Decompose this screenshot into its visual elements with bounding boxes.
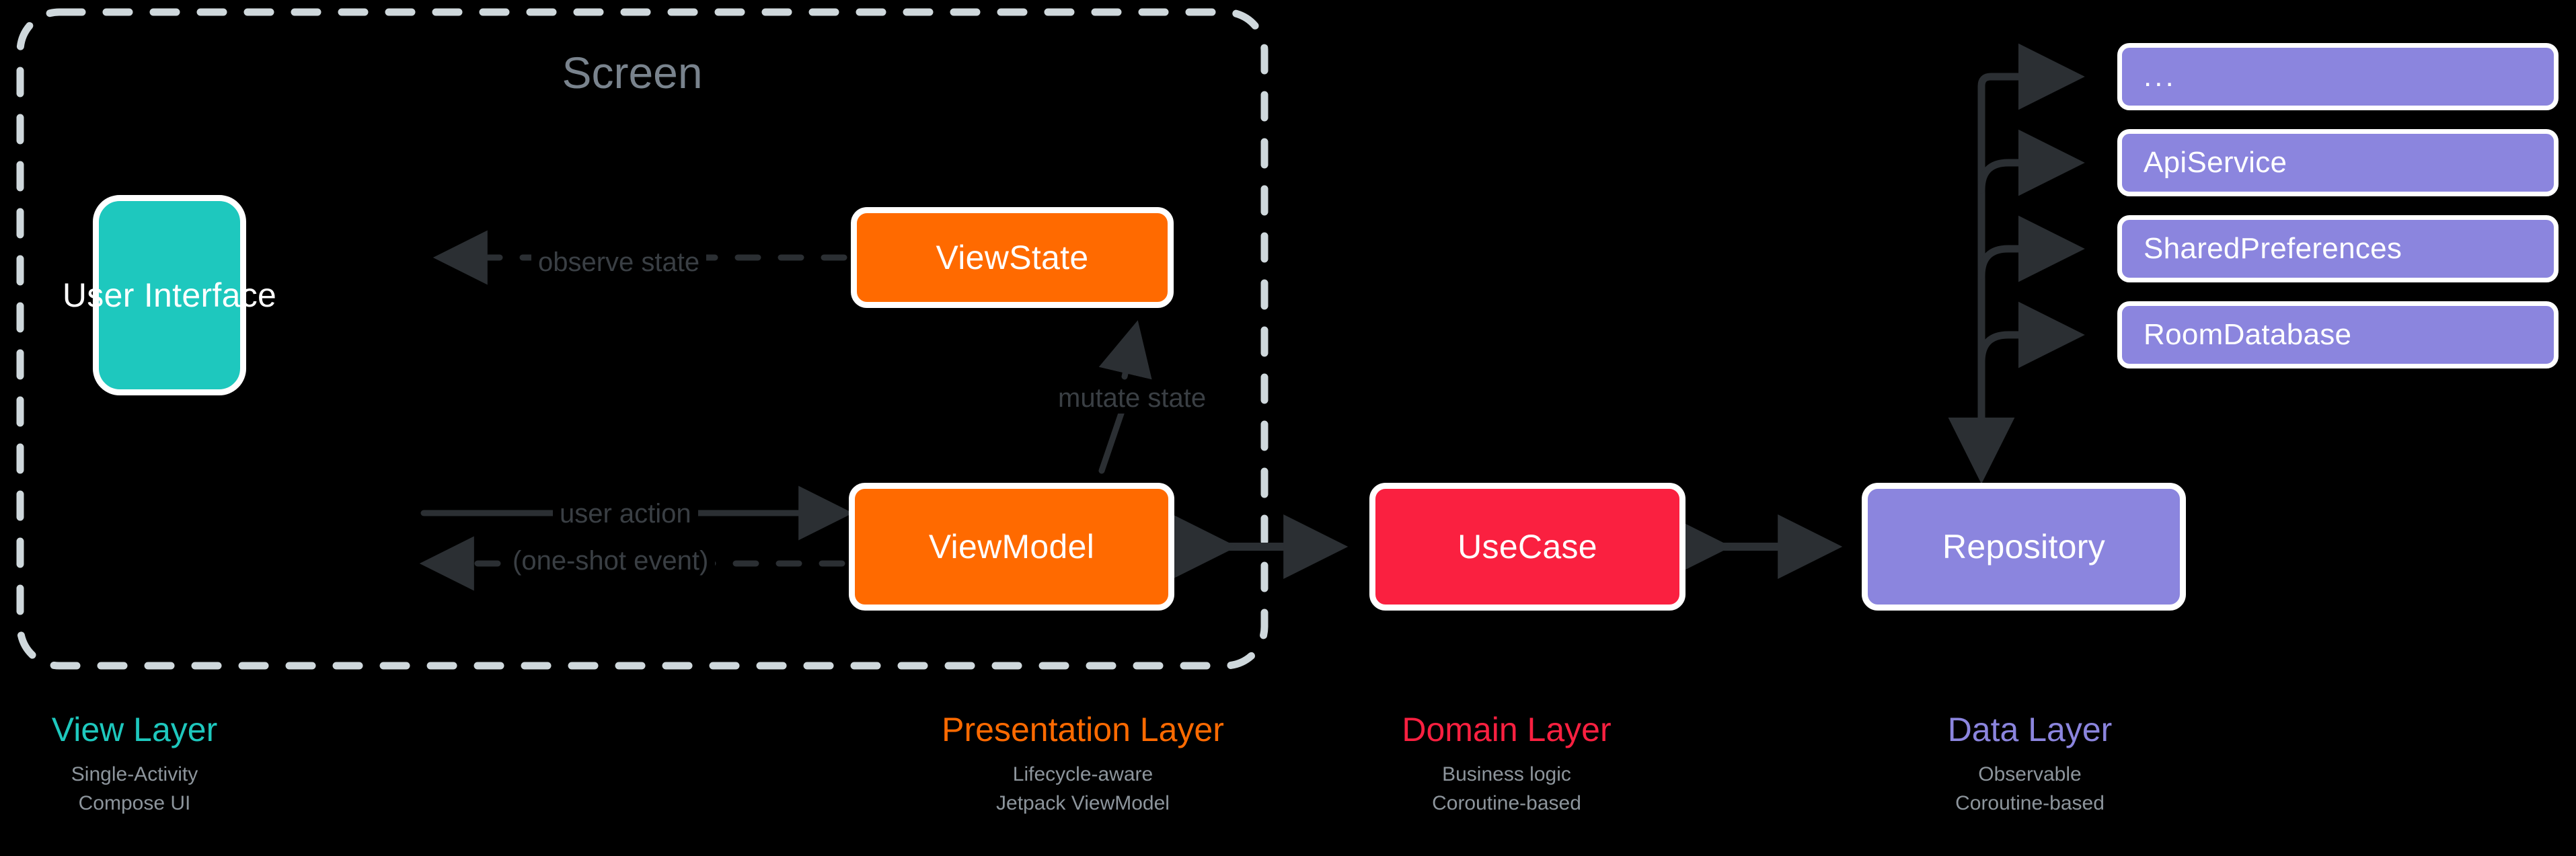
legend-line: Coroutine-based: [1432, 791, 1581, 814]
edge-label-user-action: user action: [553, 499, 698, 529]
legend-data-layer-lines: Observable Coroutine-based: [1842, 761, 2218, 818]
edge-label-one-shot-event: (one-shot event): [506, 546, 716, 576]
legend-line: Lifecycle-aware: [1012, 763, 1153, 785]
legend-domain-layer-lines: Business logic Coroutine-based: [1318, 761, 1695, 818]
edge-mutate-state: [1098, 408, 1125, 474]
legend-view-layer: View Layer Single-Activity Compose UI: [0, 711, 323, 818]
legend-line: Business logic: [1442, 763, 1571, 785]
screen-group-title: Screen: [562, 48, 703, 98]
legend-line: Compose UI: [78, 791, 191, 814]
node-data-source-room-database[interactable]: RoomDatabase: [2117, 301, 2559, 368]
legend-view-layer-title: View Layer: [51, 711, 218, 748]
legend-data-layer: Data Layer Observable Coroutine-based: [1842, 711, 2218, 818]
legend-presentation-layer-title: Presentation Layer: [942, 711, 1224, 748]
node-repository-label: Repository: [1942, 528, 2105, 566]
node-use-case-label: UseCase: [1457, 528, 1597, 566]
node-data-source-more-label: ...: [2144, 60, 2176, 93]
legend-data-layer-title: Data Layer: [1947, 711, 2113, 748]
edge-repository-branch-prefs: [1977, 215, 2085, 282]
legend-domain-layer-title: Domain Layer: [1402, 711, 1612, 748]
legend-presentation-layer: Presentation Layer Lifecycle-aware Jetpa…: [895, 711, 1271, 818]
node-use-case[interactable]: UseCase: [1369, 483, 1685, 611]
node-view-state[interactable]: ViewState: [851, 207, 1174, 308]
node-data-source-more[interactable]: ...: [2117, 43, 2559, 110]
node-repository[interactable]: Repository: [1862, 483, 2186, 611]
node-user-interface[interactable]: User Interface: [63, 195, 276, 395]
screen-boundary: [16, 8, 1268, 670]
node-data-source-api-service-label: ApiService: [2144, 146, 2287, 179]
node-view-model[interactable]: ViewModel: [849, 483, 1174, 611]
node-data-source-room-database-label: RoomDatabase: [2144, 318, 2352, 351]
legend-presentation-layer-lines: Lifecycle-aware Jetpack ViewModel: [895, 761, 1271, 818]
edge-repository-trunk: [1977, 43, 2085, 475]
node-data-source-api-service[interactable]: ApiService: [2117, 129, 2559, 196]
edge-label-observe-state: observe state: [531, 247, 707, 278]
node-view-state-label: ViewState: [936, 239, 1089, 276]
legend-domain-layer: Domain Layer Business logic Coroutine-ba…: [1318, 711, 1695, 818]
edge-repository-branch-room: [1977, 301, 2085, 368]
legend-line: Observable: [1978, 763, 2082, 785]
node-view-model-label: ViewModel: [928, 528, 1095, 566]
node-user-interface-label: User Interface: [62, 276, 277, 314]
node-data-source-shared-preferences[interactable]: SharedPreferences: [2117, 215, 2559, 282]
legend-line: Coroutine-based: [1955, 791, 2105, 814]
legend-line: Jetpack ViewModel: [996, 791, 1170, 814]
legend-line: Single-Activity: [71, 763, 198, 785]
edge-label-mutate-state: mutate state: [1051, 383, 1213, 414]
legend-view-layer-lines: Single-Activity Compose UI: [0, 761, 323, 818]
edge-mutate-state-upper: [1098, 320, 1152, 380]
node-data-source-shared-preferences-label: SharedPreferences: [2144, 232, 2402, 265]
edge-repository-branch-api: [1977, 129, 2085, 196]
